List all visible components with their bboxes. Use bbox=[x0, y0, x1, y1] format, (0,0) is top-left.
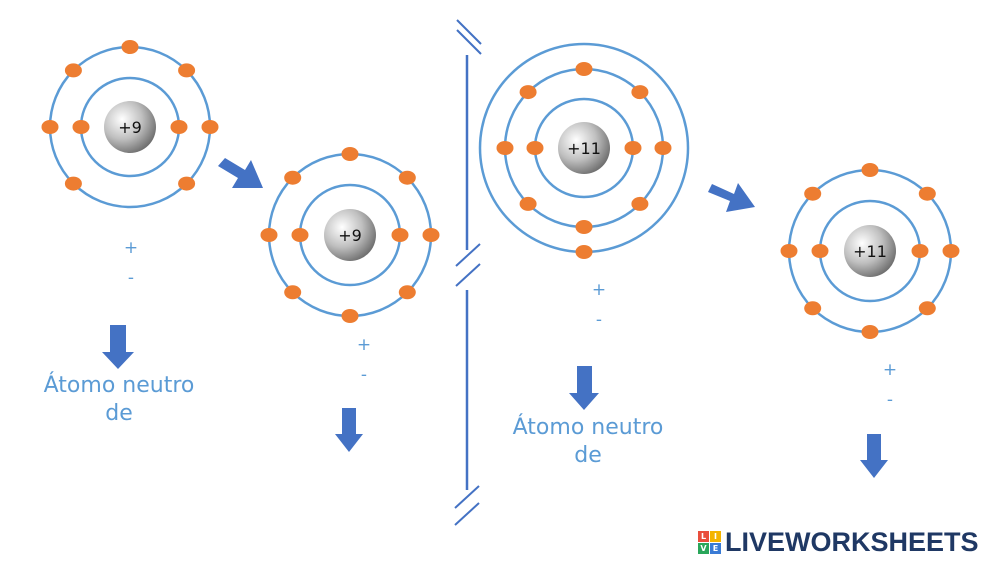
plus-sign-2: + bbox=[356, 335, 372, 355]
nucleus bbox=[558, 122, 610, 174]
diagonal-arrow-2 bbox=[708, 183, 755, 212]
nucleus bbox=[104, 101, 156, 153]
down-arrow-1 bbox=[102, 325, 134, 369]
neutral-atom-label-1: Átomo neutro de bbox=[19, 372, 219, 427]
electron bbox=[291, 228, 309, 242]
electron bbox=[519, 85, 537, 100]
electron bbox=[72, 120, 90, 134]
atom-1: +9 bbox=[41, 40, 219, 209]
neutral-label-line2: de bbox=[105, 400, 133, 426]
nucleus-charge-label: +11 bbox=[853, 242, 887, 261]
atom-3: +11 bbox=[478, 42, 690, 259]
liveworksheets-logo: L I V E LIVEWORKSHEETS bbox=[698, 527, 979, 557]
electron bbox=[811, 244, 829, 258]
electron bbox=[780, 244, 798, 258]
electron bbox=[64, 63, 82, 78]
minus-sign-1: - bbox=[127, 268, 135, 288]
break-mark-middle bbox=[455, 243, 481, 287]
brand-text: LIVEWORKSHEETS bbox=[725, 526, 979, 557]
plus-sign-4: + bbox=[882, 360, 898, 380]
atom-2: +9 bbox=[260, 147, 440, 323]
electron bbox=[260, 228, 278, 242]
electron bbox=[341, 147, 359, 161]
electron bbox=[284, 170, 302, 185]
break-mark-bottom bbox=[454, 485, 480, 526]
down-arrow-4 bbox=[860, 434, 888, 478]
electron bbox=[575, 62, 593, 76]
logo-blocks-icon: L I V E bbox=[698, 530, 721, 554]
electron bbox=[575, 245, 593, 259]
nucleus-charge-label: +11 bbox=[567, 139, 601, 158]
diagonal-arrow-1 bbox=[218, 158, 263, 188]
electron bbox=[391, 228, 409, 242]
electron bbox=[64, 176, 82, 191]
neutral-label-line1: Átomo neutro bbox=[43, 373, 195, 398]
electron bbox=[624, 141, 642, 155]
electron bbox=[41, 120, 59, 134]
neutral-label-line1: Átomo neutro bbox=[512, 415, 664, 440]
minus-sign-3: - bbox=[595, 310, 603, 330]
electron bbox=[526, 141, 544, 155]
minus-sign-2: - bbox=[360, 365, 368, 385]
electron bbox=[284, 285, 302, 300]
arrows-layer bbox=[102, 158, 888, 478]
minus-sign-4: - bbox=[886, 390, 894, 410]
atom-4: +11 bbox=[780, 163, 960, 339]
electron bbox=[170, 120, 188, 134]
electron bbox=[178, 176, 196, 191]
electron bbox=[341, 309, 359, 323]
electron bbox=[398, 285, 416, 300]
nucleus bbox=[844, 225, 896, 277]
plus-sign-1: + bbox=[123, 238, 139, 258]
down-arrow-3 bbox=[569, 366, 599, 410]
divider-line bbox=[454, 19, 482, 526]
electron bbox=[654, 141, 672, 155]
electron bbox=[575, 220, 593, 234]
nucleus-charge-label: +9 bbox=[338, 226, 362, 245]
neutral-label-line2: de bbox=[574, 442, 602, 468]
electron bbox=[631, 196, 649, 211]
down-arrow-2 bbox=[335, 408, 363, 452]
nucleus-charge-label: +9 bbox=[118, 118, 142, 137]
electron bbox=[918, 301, 936, 316]
electron bbox=[422, 228, 440, 242]
atoms-layer: +9 +9 +11 +11 bbox=[41, 40, 960, 339]
plus-sign-3: + bbox=[591, 280, 607, 300]
electron bbox=[496, 141, 514, 155]
electron bbox=[804, 301, 822, 316]
nucleus bbox=[324, 209, 376, 261]
electron bbox=[631, 85, 649, 100]
electron bbox=[942, 244, 960, 258]
electron bbox=[861, 163, 879, 177]
electron bbox=[804, 186, 822, 201]
electron bbox=[201, 120, 219, 134]
electron bbox=[918, 186, 936, 201]
electron bbox=[398, 170, 416, 185]
electron bbox=[861, 325, 879, 339]
neutral-atom-label-2: Átomo neutro de bbox=[488, 414, 688, 469]
electron bbox=[911, 244, 929, 258]
electron bbox=[519, 196, 537, 211]
electron bbox=[178, 63, 196, 78]
electron bbox=[121, 40, 139, 54]
break-mark-top bbox=[456, 19, 482, 55]
